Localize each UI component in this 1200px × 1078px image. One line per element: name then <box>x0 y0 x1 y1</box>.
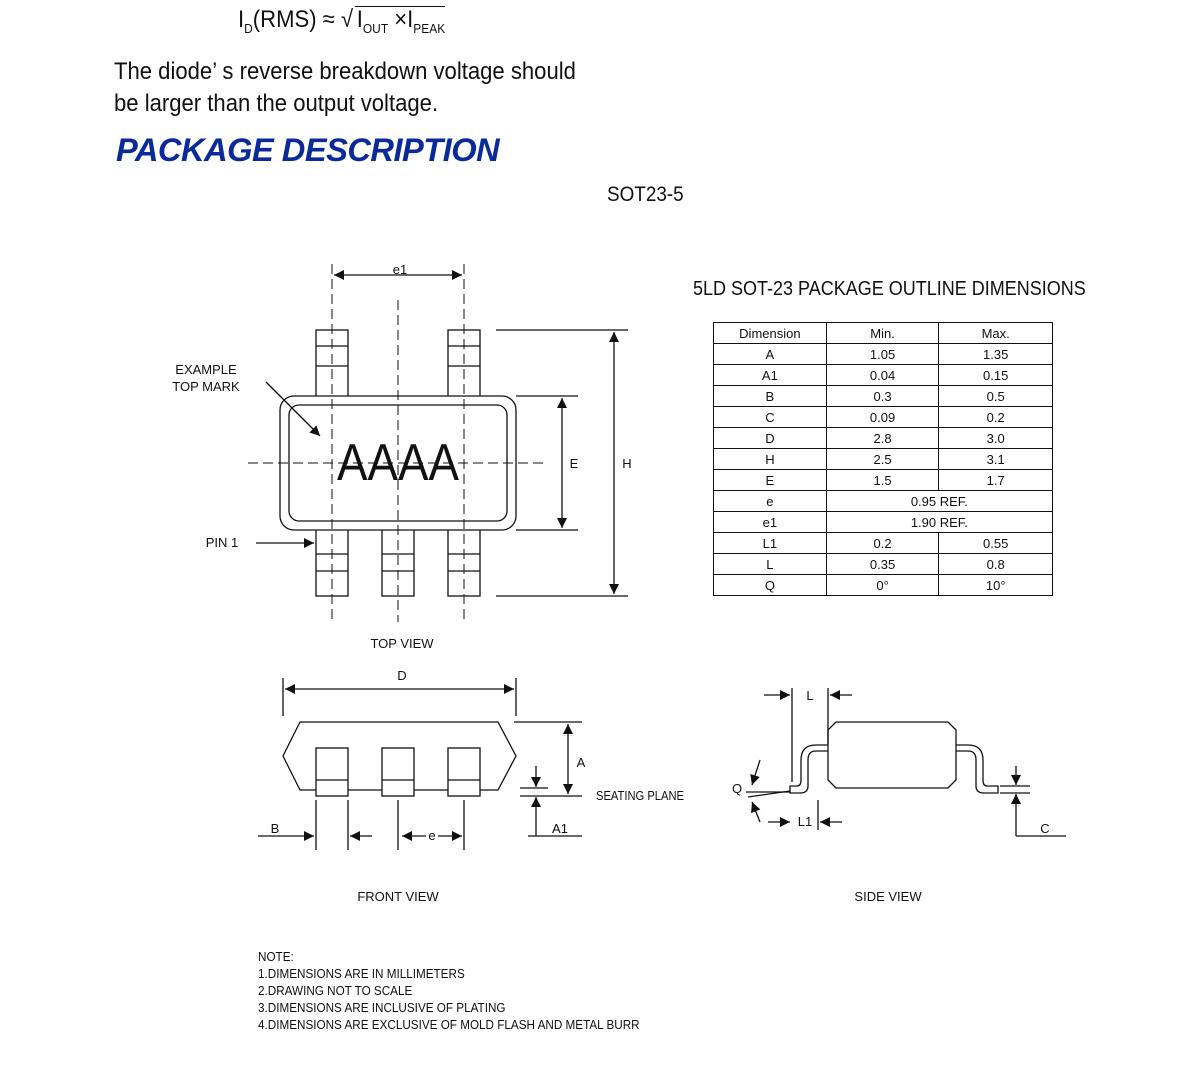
left-gull-wing-lead <box>789 744 828 794</box>
right-gull-wing-lead <box>956 744 999 794</box>
label-e1: e1 <box>393 262 407 277</box>
label-Q: Q <box>732 781 742 796</box>
front-pin-3 <box>447 747 481 797</box>
top-view <box>248 264 628 622</box>
front-pin-2 <box>381 747 415 797</box>
label-A: A <box>577 755 586 770</box>
note-line: 4.DIMENSIONS ARE EXCLUSIVE OF MOLD FLASH… <box>258 1017 640 1032</box>
label-D: D <box>397 668 406 683</box>
front-view <box>258 678 582 850</box>
diode-note-paragraph: The diode’ s reverse breakdown voltage s… <box>114 58 576 117</box>
seating-plane-label: SEATING PLANE <box>596 788 684 803</box>
label-C: C <box>1040 821 1049 836</box>
notes-block: NOTE: 1.DIMENSIONS ARE IN MILLIMETERS 2.… <box>258 948 640 1033</box>
label-L1: L1 <box>798 814 812 829</box>
label-H: H <box>622 456 631 471</box>
front-pin-1 <box>315 747 349 797</box>
side-view-caption: SIDE VIEW <box>854 889 922 904</box>
note-line: 1.DIMENSIONS ARE IN MILLIMETERS <box>258 966 465 981</box>
sqrt-sign: √ <box>340 6 354 33</box>
formula-id: I <box>238 6 245 33</box>
note-line: 3.DIMENSIONS ARE INCLUSIVE OF PLATING <box>258 1000 506 1015</box>
top-mark-text: AAAA <box>337 434 459 492</box>
label-A1: A1 <box>552 821 568 836</box>
side-body <box>827 721 957 789</box>
top-view-caption: TOP VIEW <box>370 636 434 651</box>
pin1-label: PIN 1 <box>206 535 239 550</box>
front-view-caption: FRONT VIEW <box>357 889 439 904</box>
front-body <box>282 721 517 791</box>
note-line: 2.DRAWING NOT TO SCALE <box>258 983 413 998</box>
label-B: B <box>271 821 280 836</box>
rms-current-formula: ID(RMS) ≈ √IOUT ×IPEAK <box>238 6 446 42</box>
label-E: E <box>570 456 579 471</box>
side-view <box>746 688 1066 837</box>
header-max: Max. <box>938 322 1053 344</box>
sqrt-radicand: IOUT ×IPEAK <box>354 6 446 42</box>
package-name: SOT23-5 <box>607 183 684 206</box>
note-line: NOTE: <box>258 949 294 964</box>
table-title: 5LD SOT-23 PACKAGE OUTLINE DIMENSIONS <box>693 278 1086 300</box>
label-L: L <box>806 688 813 703</box>
label-e: e <box>428 828 435 843</box>
example-label-2: TOP MARK <box>172 379 240 394</box>
example-label-1: EXAMPLE <box>175 362 237 377</box>
section-heading: PACKAGE DESCRIPTION <box>116 132 500 168</box>
